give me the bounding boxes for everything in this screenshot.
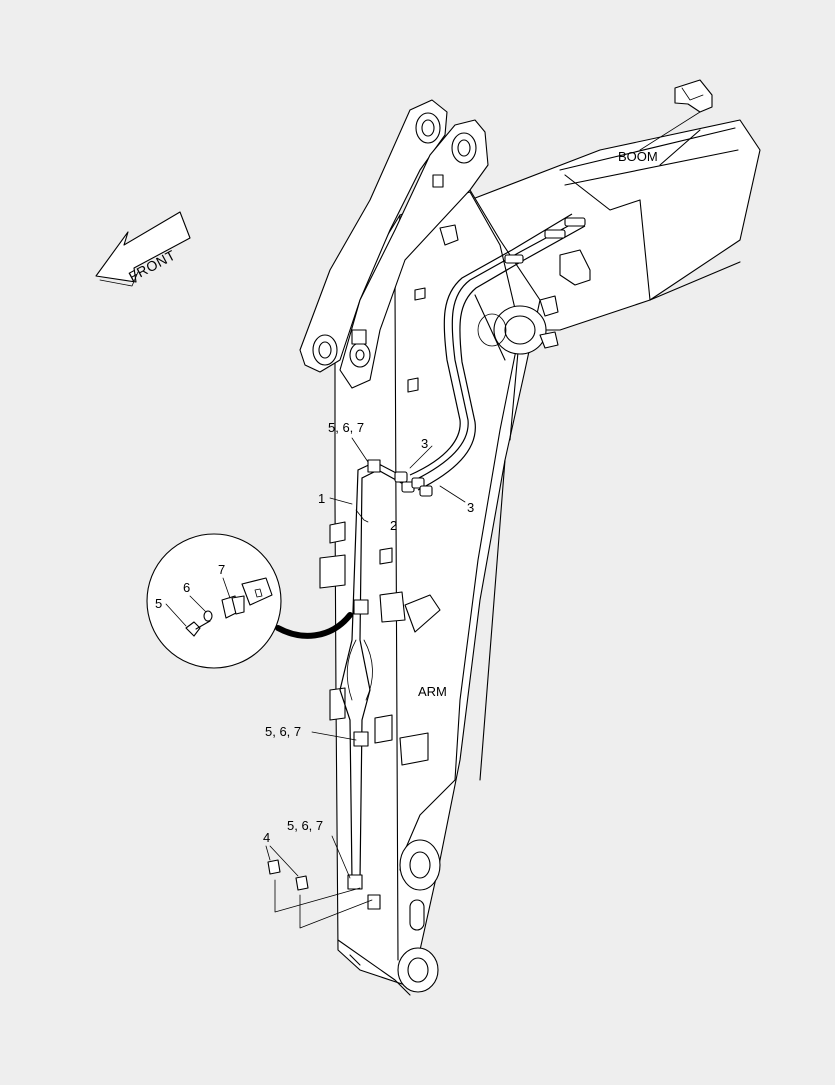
callout-3b: 3 — [467, 500, 474, 515]
plugs — [267, 859, 309, 891]
callout-1: 1 — [318, 491, 325, 506]
callout-3a: 3 — [421, 436, 428, 451]
arm-label: ARM — [418, 684, 447, 699]
leader-lines — [165, 437, 466, 929]
callout-567-top: 5, 6, 7 — [328, 420, 364, 435]
callout-567-bot: 5, 6, 7 — [287, 818, 323, 833]
front-arrow: FRONT — [95, 211, 191, 287]
detail-callout-6: 6 — [183, 580, 190, 595]
detail-callout-5: 5 — [155, 596, 162, 611]
detail-callout-7: 7 — [218, 562, 225, 577]
hose-lines — [339, 213, 586, 910]
callout-2: 2 — [390, 518, 397, 533]
arm-structure — [299, 99, 591, 996]
detail-view — [146, 533, 353, 669]
callout-4: 4 — [263, 830, 270, 845]
callout-567-mid: 5, 6, 7 — [265, 724, 301, 739]
boom-label: BOOM — [618, 149, 658, 164]
